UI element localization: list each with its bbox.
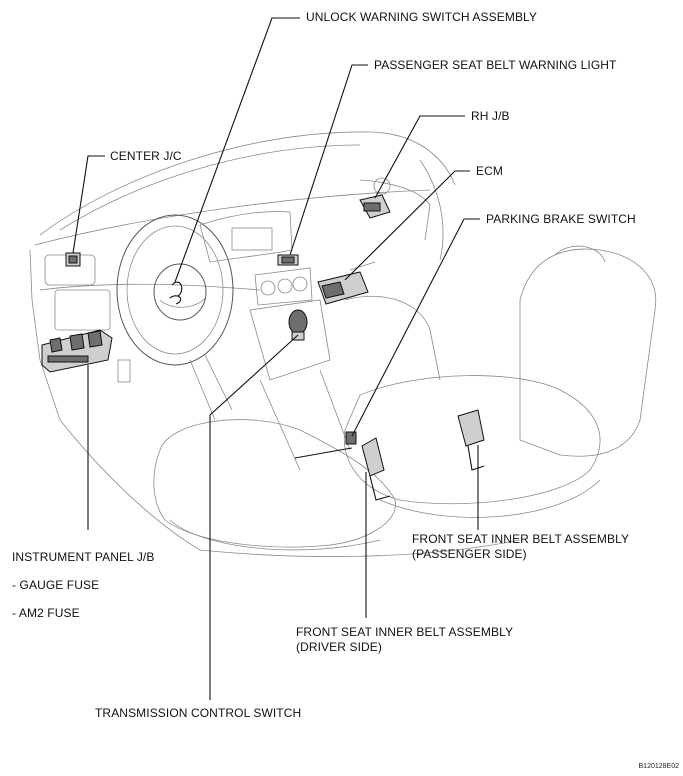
leader-ecm	[344, 170, 470, 281]
label-front-seat-driver: FRONT SEAT INNER BELT ASSEMBLY (DRIVER S…	[296, 625, 513, 655]
ecm-part	[317, 261, 376, 305]
center-jc-part	[65, 252, 81, 267]
leader-unlock	[174, 17, 300, 283]
label-instrument-panel-jb: INSTRUMENT PANEL J/B	[12, 550, 155, 564]
passenger-warning-light-part	[277, 254, 299, 266]
passenger-belt-part	[457, 409, 485, 471]
steering-hub	[153, 263, 207, 321]
transmission-switch-part	[288, 309, 308, 341]
label-center-jc: CENTER J/C	[110, 149, 182, 163]
label-parking-brake-switch: PARKING BRAKE SWITCH	[486, 212, 636, 226]
label-front-seat-driver-line1: FRONT SEAT INNER BELT ASSEMBLY	[296, 625, 514, 639]
label-unlock-warning-switch: UNLOCK WARNING SWITCH ASSEMBLY	[306, 10, 538, 24]
unlock-switch-key	[169, 281, 183, 305]
a-pillar	[419, 159, 444, 261]
label-front-seat-passenger-line1: FRONT SEAT INNER BELT ASSEMBLY	[412, 532, 630, 546]
leader-rh-jb	[374, 115, 465, 199]
leader-center-jc	[72, 155, 105, 254]
label-gauge-fuse: - GAUGE FUSE	[12, 578, 100, 592]
center-display	[231, 227, 273, 251]
figure-code: B120128E02	[638, 763, 679, 770]
label-front-seat-driver-line2: (DRIVER SIDE)	[296, 640, 382, 654]
dash-edge	[29, 249, 61, 421]
label-ecm: ECM	[476, 164, 503, 178]
steering-wheel-inner	[126, 225, 224, 355]
label-transmission-control-switch: TRANSMISSION CONTROL SWITCH	[95, 706, 302, 720]
rh-panel	[359, 179, 431, 241]
dash-top-line	[34, 189, 431, 246]
leader-transmission	[209, 334, 299, 700]
steering-wheel	[116, 214, 234, 366]
parking-brake-switch-part	[294, 431, 357, 459]
driver-belt-part	[361, 437, 391, 501]
dash-lower	[39, 283, 261, 291]
gauge-cluster	[199, 211, 293, 263]
leader-passenger-light	[289, 64, 368, 256]
label-front-seat-passenger-line2: (PASSENGER SIDE)	[412, 547, 527, 561]
label-rh-jb: RH J/B	[471, 109, 510, 123]
label-am2-fuse: - AM2 FUSE	[12, 606, 80, 620]
windshield-outline	[39, 131, 456, 236]
driver-seat-cushion	[153, 419, 396, 548]
windshield-inner	[59, 144, 361, 231]
passenger-seat-back	[519, 248, 657, 457]
instrument-panel-jb-part	[41, 329, 113, 373]
leader-parking-brake	[351, 218, 480, 437]
rh-jb-part	[359, 177, 391, 219]
label-passenger-seat-belt-warning-light: PASSENGER SEAT BELT WARNING LIGHT	[374, 58, 617, 72]
label-front-seat-passenger: FRONT SEAT INNER BELT ASSEMBLY (PASSENGE…	[412, 532, 629, 562]
